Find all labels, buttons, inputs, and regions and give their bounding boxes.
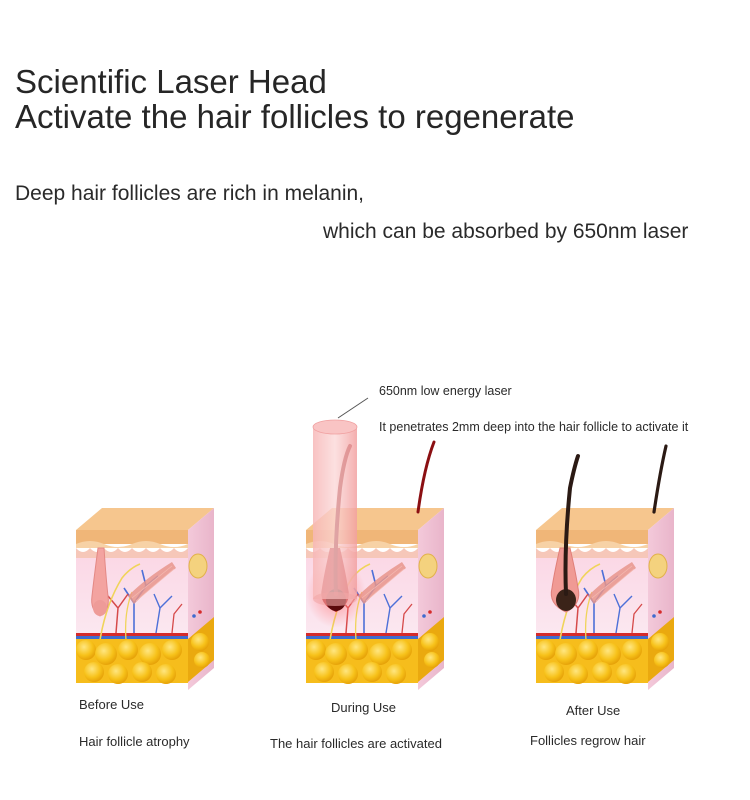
laser-leader-line bbox=[337, 397, 369, 419]
stage-1-description: Hair follicle atrophy bbox=[79, 734, 190, 749]
intro-line-2: which can be absorbed by 650nm laser bbox=[323, 220, 689, 243]
stage-3-label: After Use bbox=[566, 703, 621, 718]
skin-block-after bbox=[535, 444, 675, 691]
intro-line-1: Deep hair follicles are rich in melanin, bbox=[15, 182, 364, 205]
page-title: Scientific Laser Head Activate the hair … bbox=[15, 64, 574, 134]
laser-beam bbox=[312, 419, 358, 606]
stage-3-description: Follicles regrow hair bbox=[530, 733, 646, 748]
title-line-2: Activate the hair follicles to regenerat… bbox=[15, 98, 575, 135]
skin-block-before bbox=[75, 507, 215, 691]
penetration-label: It penetrates 2mm deep into the hair fol… bbox=[379, 420, 689, 434]
laser-label: 650nm low energy laser bbox=[379, 384, 512, 398]
stage-2-label: During Use bbox=[331, 700, 397, 715]
title-line-1: Scientific Laser Head bbox=[15, 63, 327, 100]
stage-2-description: The hair follicles are activated bbox=[270, 736, 442, 751]
stage-1-label: Before Use bbox=[79, 697, 145, 712]
